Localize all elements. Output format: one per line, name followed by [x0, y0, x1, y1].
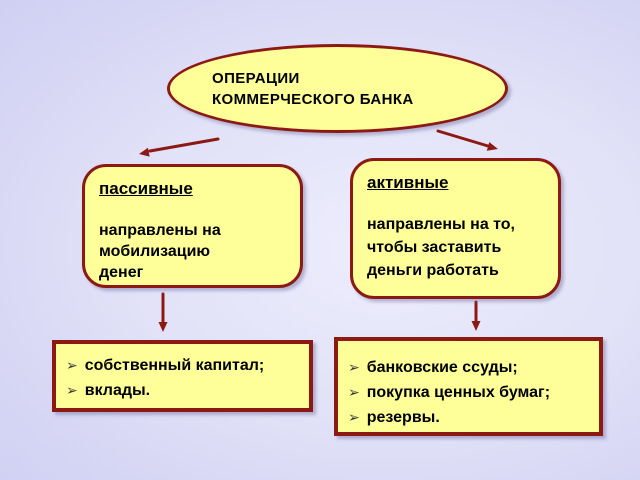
list-item: ➢ покупка ценных бумаг;: [348, 380, 591, 405]
list-item-label: резервы.: [366, 409, 440, 426]
active-operations-box: активные направлены на то, чтобы застави…: [350, 158, 561, 299]
passive-box-description: направлены на мобилизацию денег: [99, 222, 221, 281]
arrow-ellipse-to-passive-icon: [139, 137, 220, 157]
arrowhead-bullet-icon: ➢: [348, 409, 360, 425]
list-item: ➢ вклады.: [66, 378, 301, 403]
active-examples-box: ➢ банковские ссуды; ➢ покупка ценных бум…: [334, 337, 603, 436]
slide-title: ОПЕРАЦИИ КОММЕРЧЕСКОГО БАНКА: [212, 69, 414, 108]
arrowhead-bullet-icon: ➢: [348, 359, 360, 375]
arrowhead-bullet-icon: ➢: [66, 382, 78, 398]
arrowhead-bullet-icon: ➢: [348, 384, 360, 400]
list-item-label: покупка ценных бумаг;: [366, 384, 551, 401]
active-box-description: направлены на то, чтобы заставить деньги…: [367, 216, 515, 279]
list-item-label: собственный капитал;: [84, 357, 265, 374]
arrow-active-to-list-icon: [471, 300, 481, 331]
list-item-label: вклады.: [84, 382, 151, 399]
list-item: ➢ резервы.: [348, 405, 591, 430]
passive-examples-box: ➢ собственный капитал; ➢ вклады.: [52, 340, 313, 412]
active-box-title: активные: [367, 173, 449, 192]
arrowhead-bullet-icon: ➢: [66, 357, 78, 373]
arrow-passive-to-list-icon: [158, 292, 168, 332]
passive-operations-box: пассивные направлены на мобилизацию дене…: [82, 164, 303, 288]
title-ellipse: ОПЕРАЦИИ КОММЕРЧЕСКОГО БАНКА: [167, 44, 508, 133]
list-item-label: банковские ссуды;: [366, 359, 518, 376]
list-item: ➢ собственный капитал;: [66, 353, 301, 378]
arrow-ellipse-to-active-icon: [436, 129, 498, 151]
list-item: ➢ банковские ссуды;: [348, 355, 591, 380]
passive-box-title: пассивные: [99, 179, 193, 198]
